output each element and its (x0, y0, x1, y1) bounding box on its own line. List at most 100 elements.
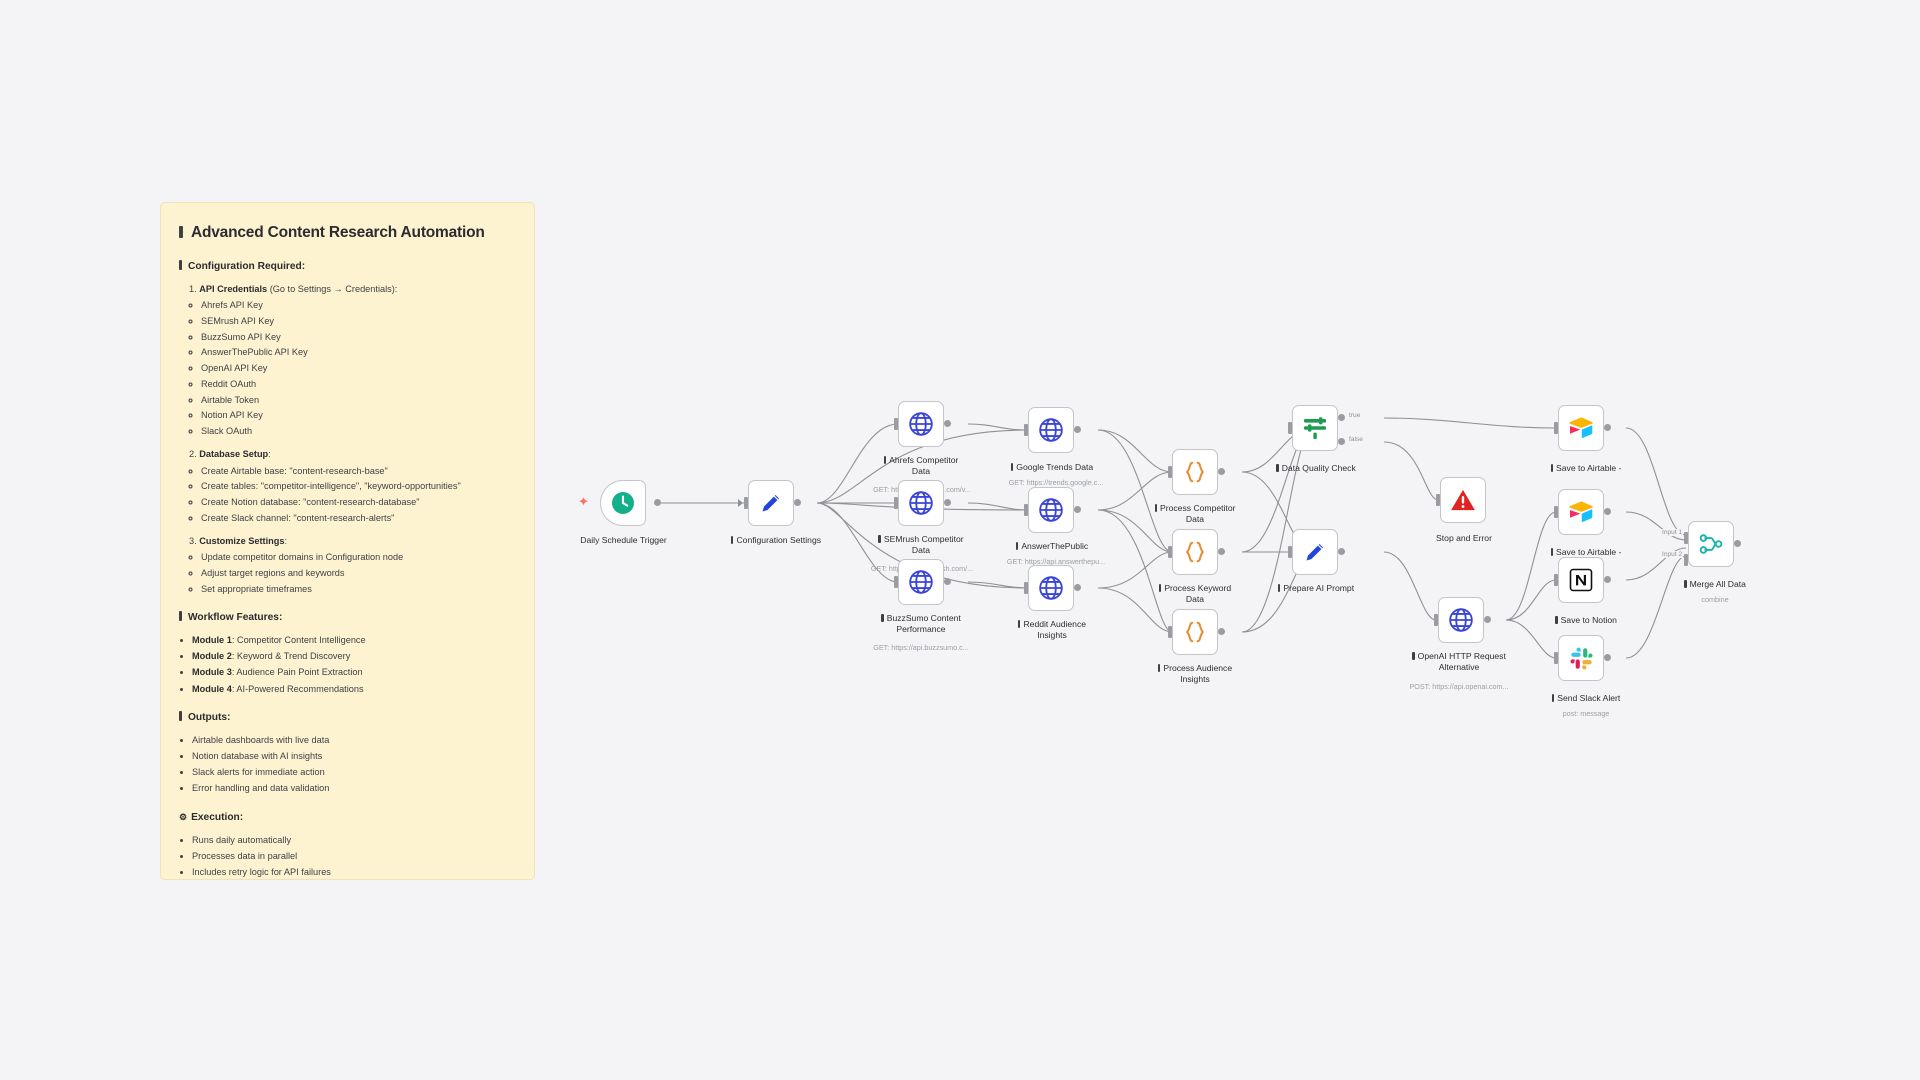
node-save-to-airtable-competitors[interactable] (1558, 405, 1604, 451)
output-port[interactable] (1484, 616, 1491, 623)
input-port[interactable] (1024, 424, 1028, 436)
globe-icon (1449, 608, 1473, 632)
sticky-note[interactable]: Advanced Content Research Automation Con… (160, 202, 535, 880)
node-daily-schedule-trigger[interactable] (600, 480, 646, 526)
output-port-true[interactable] (1338, 414, 1345, 421)
list-item: Create Airtable base: "content-research-… (201, 464, 516, 478)
list-item: Error handling and data validation (192, 781, 516, 795)
wire-arrow (738, 499, 743, 507)
input-port[interactable] (1024, 582, 1028, 594)
sticky-outputs-list: Airtable dashboards with live data Notio… (192, 733, 516, 796)
input-port[interactable] (1554, 652, 1558, 664)
output-port[interactable] (944, 499, 951, 506)
list-item: Processes data in parallel (192, 849, 516, 863)
node-semrush-competitor-data[interactable] (898, 480, 944, 526)
output-port[interactable] (1074, 584, 1081, 591)
input-port[interactable] (1288, 422, 1292, 434)
output-port[interactable] (944, 420, 951, 427)
node-buzzsumo-content-performance[interactable] (898, 559, 944, 605)
output-port[interactable] (1218, 628, 1225, 635)
node-process-audience-insights[interactable] (1172, 609, 1218, 655)
output-port[interactable] (1218, 468, 1225, 475)
output-port[interactable] (1218, 548, 1225, 555)
input-port-2[interactable] (1684, 554, 1688, 566)
node-google-trends-data[interactable] (1028, 407, 1074, 453)
output-port[interactable] (944, 578, 951, 585)
node-answerthepublic[interactable] (1028, 487, 1074, 533)
input-port[interactable] (1168, 546, 1172, 558)
output-port[interactable] (794, 499, 801, 506)
list-item: Airtable Token (201, 393, 516, 407)
accent-bar-icon (179, 611, 182, 621)
list-item: Slack OAuth (201, 424, 516, 438)
input-port[interactable] (1024, 504, 1028, 516)
node-subtitle-answerthepublic: GET: https://api.answerthepu... (1006, 557, 1106, 566)
output-port[interactable] (1074, 426, 1081, 433)
input-port[interactable] (1434, 614, 1438, 626)
output-port[interactable] (1604, 424, 1611, 431)
node-data-quality-check[interactable] (1292, 405, 1338, 451)
config-step-items: Ahrefs API Key SEMrush API Key BuzzSumo … (201, 298, 516, 438)
input-port[interactable] (1288, 546, 1292, 558)
list-item: Notion API Key (201, 408, 516, 422)
output-port-false[interactable] (1338, 438, 1345, 445)
output-port[interactable] (1604, 654, 1611, 661)
edge-label-true: true (1348, 412, 1362, 419)
node-subtitle-merge-all-data: combine (1701, 595, 1729, 604)
globe-icon (909, 570, 933, 594)
output-port[interactable] (1604, 508, 1611, 515)
node-merge-all-data[interactable] (1688, 521, 1734, 567)
config-step: 1. API Credentials (Go to Settings → Cre… (187, 282, 516, 439)
list-item: Slack alerts for immediate action (192, 765, 516, 779)
input-port[interactable] (1168, 626, 1172, 638)
input-port[interactable] (894, 418, 898, 430)
node-process-competitor-data[interactable] (1172, 449, 1218, 495)
output-port[interactable] (1604, 576, 1611, 583)
list-item: BuzzSumo API Key (201, 330, 516, 344)
filter-icon (1304, 417, 1326, 439)
list-item: Module 1: Competitor Content Intelligenc… (192, 633, 516, 647)
sticky-note-title: Advanced Content Research Automation (179, 221, 516, 245)
input-port[interactable] (894, 497, 898, 509)
warning-triangle-icon (1451, 489, 1475, 511)
accent-bar-icon (179, 260, 182, 270)
node-prepare-ai-prompt[interactable] (1292, 529, 1338, 575)
input-port-1[interactable] (1684, 532, 1688, 544)
accent-bar-icon (179, 225, 183, 239)
node-reddit-audience-insights[interactable] (1028, 565, 1074, 611)
input-port[interactable] (1436, 494, 1440, 506)
code-icon (1186, 621, 1204, 643)
node-stop-and-error[interactable] (1440, 477, 1486, 523)
node-process-keyword-data[interactable] (1172, 529, 1218, 575)
node-openai-http-request-alternative[interactable] (1438, 597, 1484, 643)
node-send-slack-alert[interactable] (1558, 635, 1604, 681)
input-port[interactable] (894, 576, 898, 588)
node-save-to-airtable-keywords[interactable] (1558, 489, 1604, 535)
output-port[interactable] (1734, 540, 1741, 547)
node-subtitle-openai-http-request-alternative: POST: https://api.openai.com... (1409, 682, 1509, 691)
globe-icon (1039, 576, 1063, 600)
config-step-items: Create Airtable base: "content-research-… (201, 464, 516, 526)
list-item: Adjust target regions and keywords (201, 566, 516, 580)
sticky-execution-list: Runs daily automatically Processes data … (192, 833, 516, 879)
list-item: Update competitor domains in Configurati… (201, 550, 516, 564)
output-port[interactable] (1074, 506, 1081, 513)
pencil-icon (762, 495, 779, 512)
input-port[interactable] (744, 497, 748, 509)
list-item: Module 3: Audience Pain Point Extraction (192, 665, 516, 679)
list-item: OpenAI API Key (201, 361, 516, 375)
config-step: 2. Database Setup: Create Airtable base:… (187, 447, 516, 525)
input-port[interactable] (1554, 422, 1558, 434)
edge-label-false: false (1348, 436, 1364, 443)
globe-icon (1039, 498, 1063, 522)
input-port[interactable] (1168, 466, 1172, 478)
output-port[interactable] (1338, 548, 1345, 555)
input-port[interactable] (1554, 574, 1558, 586)
node-save-to-notion[interactable] (1558, 557, 1604, 603)
node-configuration-settings[interactable] (748, 480, 794, 526)
input-port[interactable] (1554, 506, 1558, 518)
output-port[interactable] (654, 499, 661, 506)
node-ahrefs-competitor-data[interactable] (898, 401, 944, 447)
